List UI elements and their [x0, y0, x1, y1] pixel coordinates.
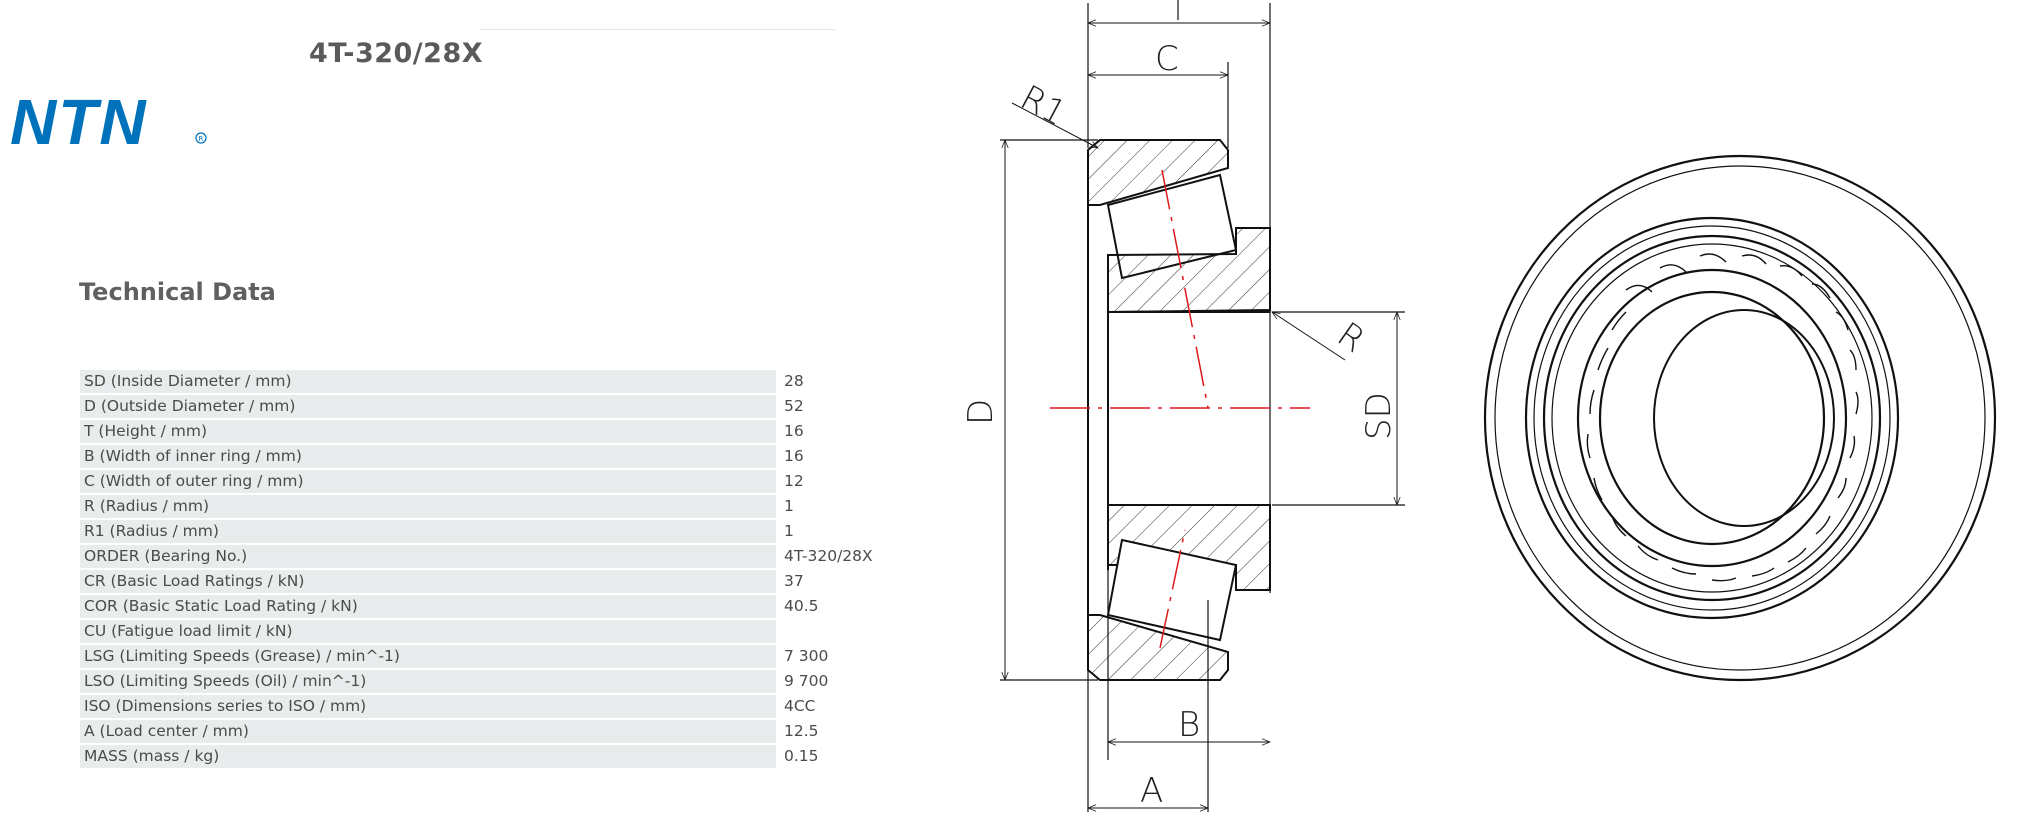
- registered-mark-icon: [195, 132, 207, 144]
- table-row: ISO (Dimensions series to ISO / mm) 4CC: [80, 695, 904, 718]
- spec-value: 9 700: [784, 672, 829, 690]
- spec-label: D (Outside Diameter / mm): [80, 395, 776, 418]
- spec-label: ISO (Dimensions series to ISO / mm): [80, 695, 776, 718]
- dim-label-sd: SD: [1359, 392, 1399, 440]
- table-row: ORDER (Bearing No.) 4T-320/28X: [80, 545, 904, 568]
- dim-label-r1: R1: [1014, 78, 1073, 135]
- dim-label-b: B: [1178, 705, 1200, 745]
- table-row: C (Width of outer ring / mm) 12: [80, 470, 904, 493]
- table-row: CR (Basic Load Ratings / kN) 37: [80, 570, 904, 593]
- spec-value: 28: [784, 372, 804, 390]
- spec-value: 16: [784, 447, 804, 465]
- spec-value: 12: [784, 472, 804, 490]
- table-row: R1 (Radius / mm) 1: [80, 520, 904, 543]
- logo-text: NTN: [10, 94, 148, 154]
- spec-label: R (Radius / mm): [80, 495, 776, 518]
- table-row: SD (Inside Diameter / mm) 28: [80, 370, 904, 393]
- header-divider: [480, 29, 835, 30]
- registered-mark-letter: R: [199, 135, 204, 143]
- spec-label: C (Width of outer ring / mm): [80, 470, 776, 493]
- spec-value: 40.5: [784, 597, 819, 615]
- spec-value: 1: [784, 522, 794, 540]
- spec-value: 1: [784, 497, 794, 515]
- spec-value: 12.5: [784, 722, 819, 740]
- spec-label: CR (Basic Load Ratings / kN): [80, 570, 776, 593]
- spec-value: 7 300: [784, 647, 829, 665]
- spec-label: T (Height / mm): [80, 420, 776, 443]
- table-row: MASS (mass / kg) 0.15: [80, 745, 904, 768]
- table-row: A (Load center / mm) 12.5: [80, 720, 904, 743]
- spec-label: LSO (Limiting Speeds (Oil) / min^-1): [80, 670, 776, 693]
- dim-label-c: C: [1155, 39, 1179, 79]
- spec-value: 0.15: [784, 747, 819, 765]
- ntn-logo-graphic: NTN R: [10, 86, 207, 158]
- front-view: [1483, 154, 1997, 682]
- table-row: D (Outside Diameter / mm) 52: [80, 395, 904, 418]
- spec-label: R1 (Radius / mm): [80, 520, 776, 543]
- spec-value: 16: [784, 422, 804, 440]
- spec-table: SD (Inside Diameter / mm) 28 D (Outside Di…: [80, 370, 904, 770]
- spec-label: SD (Inside Diameter / mm): [80, 370, 776, 393]
- roller-cage: [1586, 253, 1859, 582]
- product-title: 4T-320/28X: [309, 38, 484, 69]
- table-row: T (Height / mm) 16: [80, 420, 904, 443]
- spec-value: 4T-320/28X: [784, 547, 873, 565]
- table-row: R (Radius / mm) 1: [80, 495, 904, 518]
- table-row: COR (Basic Static Load Rating / kN) 40.5: [80, 595, 904, 618]
- spec-value: 4CC: [784, 697, 816, 715]
- ntn-logo: NTN R: [10, 86, 210, 158]
- spec-value: 37: [784, 572, 804, 590]
- spec-label: LSG (Limiting Speeds (Grease) / min^-1): [80, 645, 776, 668]
- cross-section-view: [1000, 0, 1405, 812]
- table-row: LSG (Limiting Speeds (Grease) / min^-1) 7…: [80, 645, 904, 668]
- spec-label: B (Width of inner ring / mm): [80, 445, 776, 468]
- spec-label: ORDER (Bearing No.): [80, 545, 776, 568]
- dim-label-a: A: [1140, 771, 1163, 811]
- table-row: CU (Fatigue load limit / kN): [80, 620, 904, 643]
- spec-value: 52: [784, 397, 804, 415]
- table-row: LSO (Limiting Speeds (Oil) / min^-1) 9 70…: [80, 670, 904, 693]
- spec-label: A (Load center / mm): [80, 720, 776, 743]
- section-title: Technical Data: [79, 278, 276, 306]
- spec-label: COR (Basic Static Load Rating / kN): [80, 595, 776, 618]
- spec-label: CU (Fatigue load limit / kN): [80, 620, 776, 643]
- spec-label: MASS (mass / kg): [80, 745, 776, 768]
- dim-label-d: D: [961, 399, 1001, 425]
- table-row: B (Width of inner ring / mm) 16: [80, 445, 904, 468]
